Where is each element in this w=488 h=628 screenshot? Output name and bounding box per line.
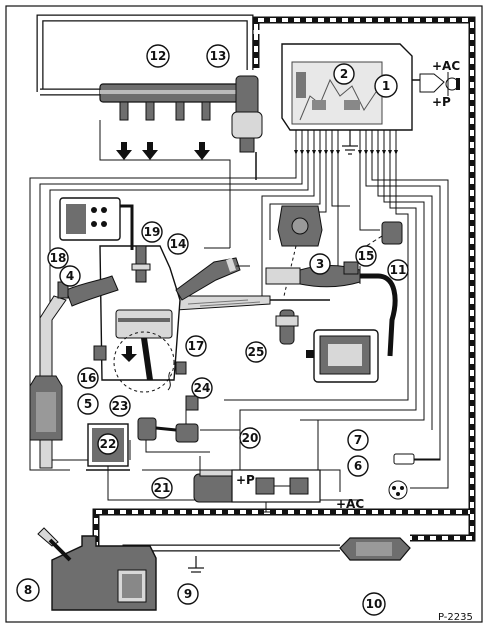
ecu-harness-arrows xyxy=(294,150,398,155)
callout-10: 10 xyxy=(362,592,386,616)
svg-text:12: 12 xyxy=(150,49,167,63)
ecu-harness xyxy=(295,130,397,166)
svg-text:24: 24 xyxy=(194,381,211,395)
svg-text:5: 5 xyxy=(84,397,92,411)
callout-16: 16 xyxy=(77,367,99,389)
svg-text:8: 8 xyxy=(24,583,32,597)
callout-3: 3 xyxy=(309,253,331,275)
air-temperature-sensor xyxy=(359,221,403,284)
ignition-module xyxy=(59,197,134,250)
svg-text:4: 4 xyxy=(66,269,74,283)
callout-11: 11 xyxy=(387,259,409,281)
fuel-rail xyxy=(99,83,251,121)
intake-manifold xyxy=(175,295,330,311)
svg-text:10: 10 xyxy=(366,597,383,611)
svg-text:6: 6 xyxy=(354,459,362,473)
svg-text:9: 9 xyxy=(184,587,192,601)
engine-speed-sensor xyxy=(167,361,187,391)
callout-12: 12 xyxy=(146,44,170,68)
diagnostic-connector xyxy=(388,480,408,500)
callout-4: 4 xyxy=(59,265,81,287)
svg-text:18: 18 xyxy=(50,251,67,265)
figure-code: P-2235 xyxy=(438,612,473,623)
svg-text:3: 3 xyxy=(316,257,324,271)
callout-23: 23 xyxy=(109,395,131,417)
callout-18: 18 xyxy=(47,247,69,269)
svg-text:22: 22 xyxy=(100,437,117,451)
svg-text:16: 16 xyxy=(80,371,97,385)
callout-20: 20 xyxy=(239,427,261,449)
tank-ground-symbol xyxy=(188,556,204,573)
callout-1: 1 xyxy=(374,74,398,98)
callout-15: 15 xyxy=(355,245,377,267)
wiring-bundle xyxy=(29,120,449,501)
callout-14: 14 xyxy=(167,233,189,255)
sensor-24 xyxy=(185,395,199,411)
callout-24: 24 xyxy=(191,377,213,399)
fuel-pressure-regulator xyxy=(231,75,263,180)
callout-9: 9 xyxy=(177,583,199,605)
svg-text:11: 11 xyxy=(390,263,407,277)
idle-actuator xyxy=(193,469,241,503)
callout-8: 8 xyxy=(16,578,40,602)
coolant-temp-sensor xyxy=(93,345,107,361)
engine-control-unit xyxy=(281,43,413,131)
component-7 xyxy=(393,453,440,465)
ecu-ground-symbol xyxy=(342,130,358,155)
engine-cylinder xyxy=(99,245,181,393)
svg-text:25: 25 xyxy=(248,345,265,359)
ac-terminal-top: +AC xyxy=(432,59,460,73)
ignition-switch xyxy=(412,72,460,96)
carbon-canister xyxy=(313,329,379,383)
svg-text:7: 7 xyxy=(354,433,362,447)
svg-text:15: 15 xyxy=(358,249,375,263)
svg-text:13: 13 xyxy=(210,49,227,63)
fuel-injector xyxy=(175,257,250,301)
diagram-frame xyxy=(5,5,483,623)
ac-terminal-bottom: +AC xyxy=(336,497,364,511)
callout-5: 5 xyxy=(77,393,99,415)
svg-text:23: 23 xyxy=(112,399,129,413)
p-terminal-top: +P xyxy=(432,95,451,109)
callout-22: 22 xyxy=(97,433,119,455)
fuel-pump xyxy=(117,569,147,603)
callout-13: 13 xyxy=(206,44,230,68)
svg-text:17: 17 xyxy=(188,339,205,353)
svg-text:14: 14 xyxy=(170,237,187,251)
svg-text:21: 21 xyxy=(154,481,171,495)
injector-spray-arrows xyxy=(116,142,210,160)
svg-text:1: 1 xyxy=(382,79,390,93)
spark-plug xyxy=(131,245,151,283)
callout-21: 21 xyxy=(151,477,173,499)
callout-2: 2 xyxy=(333,63,355,85)
solenoid-valve-23 xyxy=(137,417,199,443)
callout-7: 7 xyxy=(347,429,369,451)
svg-text:19: 19 xyxy=(144,225,161,239)
callout-6: 6 xyxy=(347,455,369,477)
callout-19: 19 xyxy=(141,221,163,243)
callout-17: 17 xyxy=(185,335,207,357)
svg-text:2: 2 xyxy=(340,67,348,81)
fuel-return-line xyxy=(36,14,254,96)
svg-text:20: 20 xyxy=(242,431,259,445)
manifold-pressure-sensor xyxy=(277,205,323,297)
p-terminal-relay: +P xyxy=(236,473,255,487)
fuel-filter xyxy=(339,537,411,561)
catalytic-converter xyxy=(29,375,63,469)
callout-25: 25 xyxy=(245,341,267,363)
relay-block xyxy=(231,469,321,513)
